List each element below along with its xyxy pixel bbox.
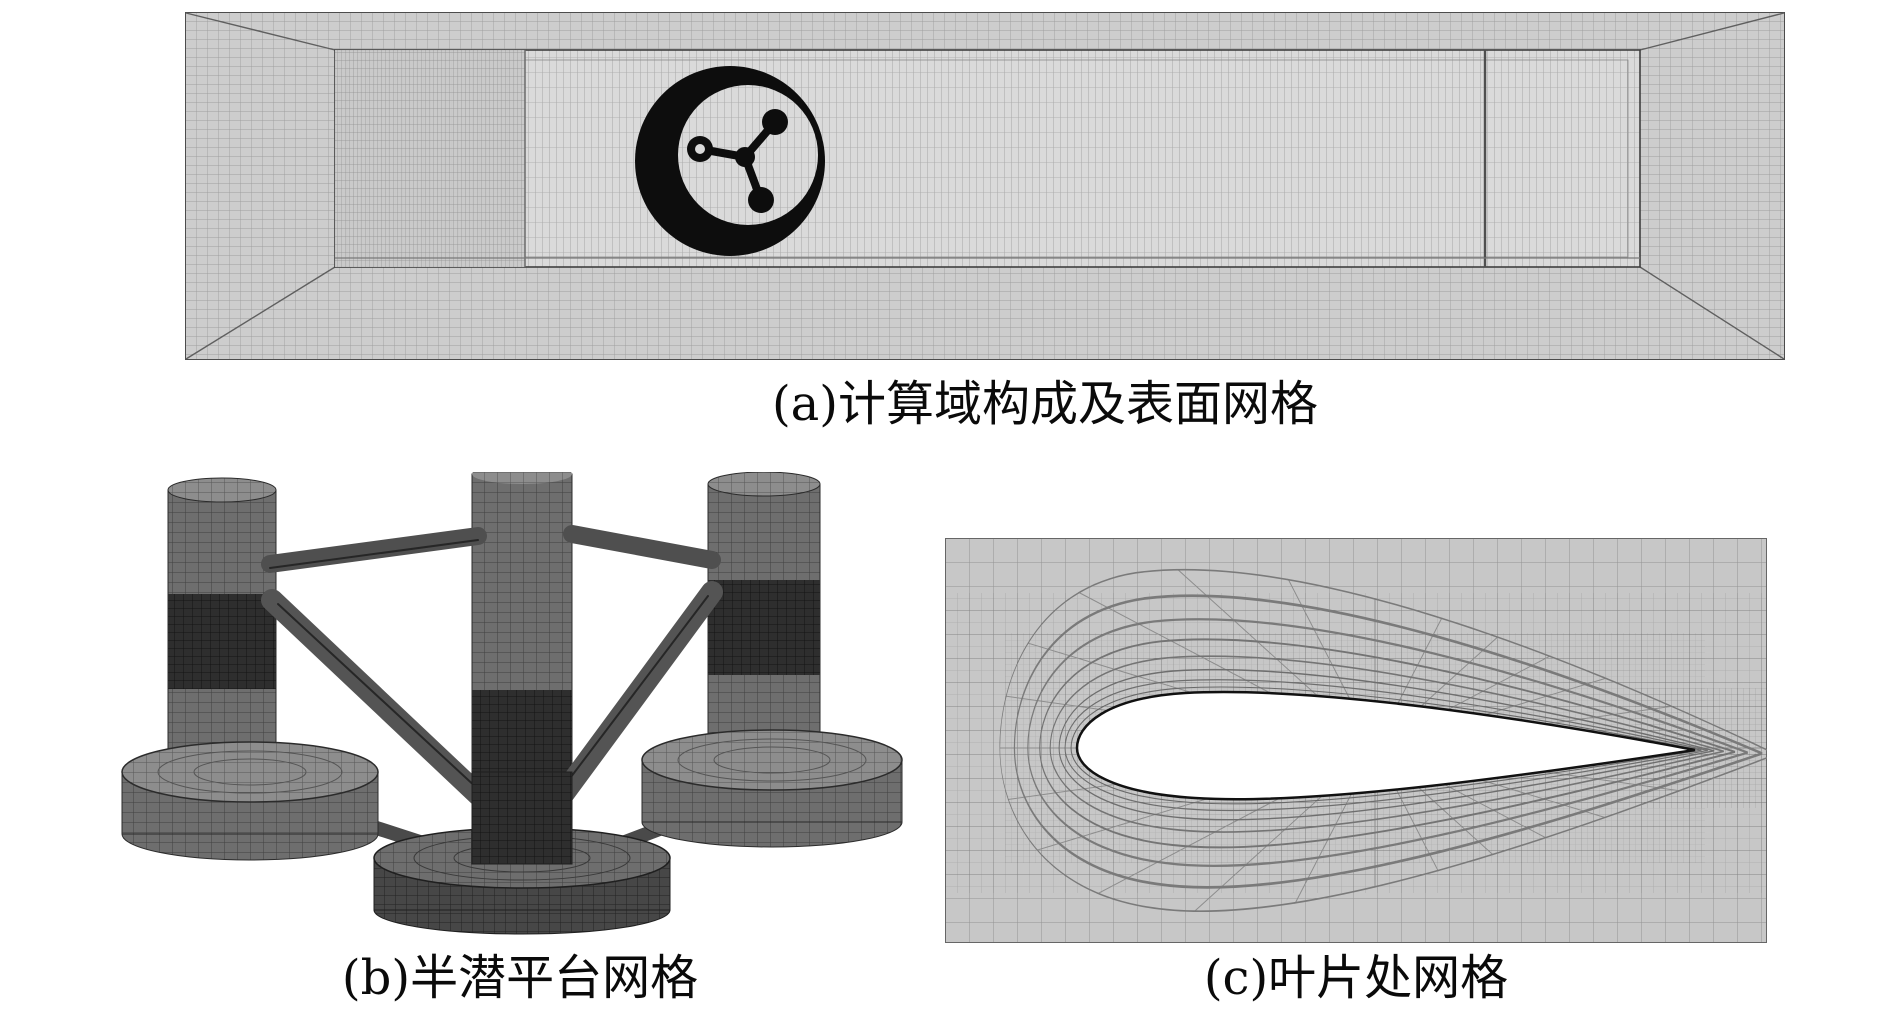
rotor-disk	[635, 66, 825, 256]
domain-mesh-figure	[185, 12, 1785, 360]
domain-far-wall-mesh	[334, 49, 1641, 268]
caption-panel-a: (a)计算域构成及表面网格	[771, 376, 1319, 432]
blade-mesh-figure	[945, 538, 1767, 943]
refinement-band	[335, 50, 525, 267]
panel-platform-mesh	[120, 472, 920, 940]
domain-bottom-face	[186, 267, 1784, 359]
platform-left-base	[121, 741, 379, 861]
platform-right-base	[641, 729, 903, 848]
panel-domain-mesh	[185, 12, 1785, 360]
platform-right-column	[707, 472, 821, 767]
caption-panel-b: (b)半潜平台网格	[341, 950, 699, 1006]
domain-top-face	[186, 13, 1784, 50]
semi-submersible-platform	[121, 472, 903, 935]
platform-braces	[261, 525, 759, 849]
platform-mesh-figure	[121, 472, 903, 935]
domain-right-face	[1640, 13, 1784, 359]
caption-panel-c: (c)叶片处网格	[1203, 950, 1509, 1006]
wind-turbine	[687, 109, 788, 213]
domain-left-face	[186, 13, 335, 359]
platform-center-column	[471, 472, 573, 823]
platform-left-column	[167, 477, 277, 783]
panel-blade-mesh	[945, 538, 1767, 943]
